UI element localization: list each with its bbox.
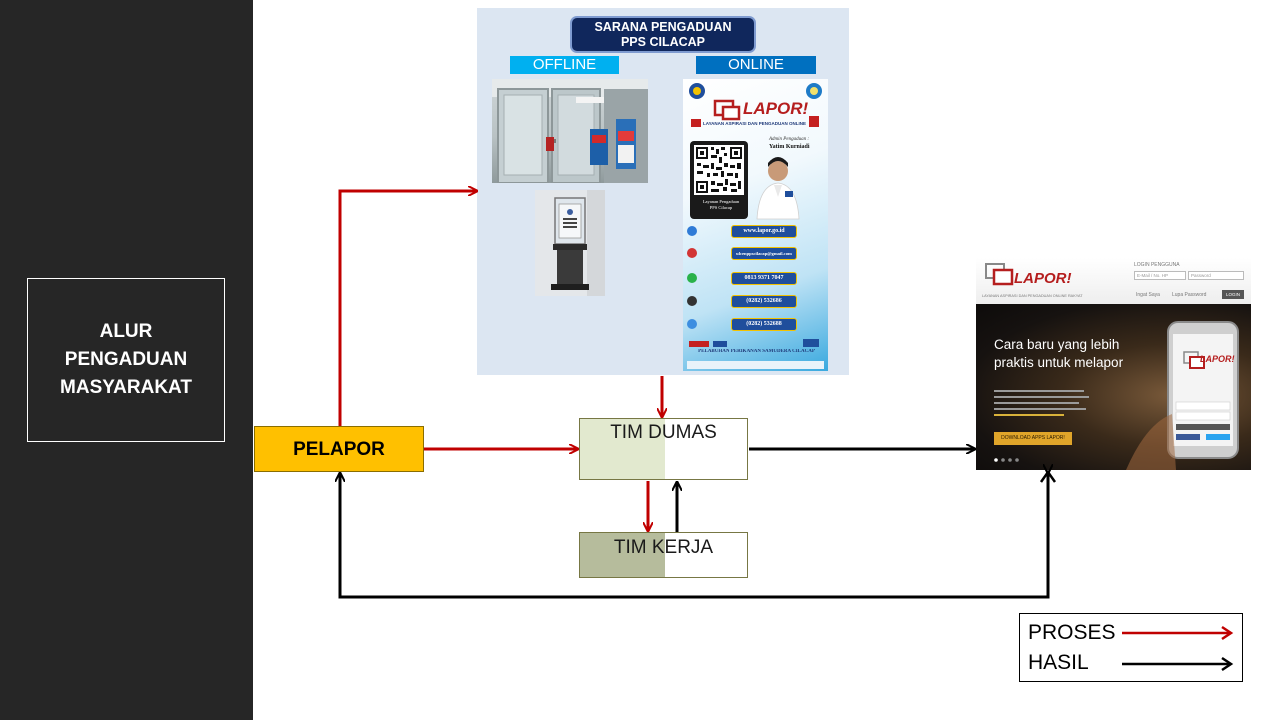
- qr-caption-line: Layanan Pengaduan: [702, 199, 740, 204]
- tim-dumas-box: TIM DUMAS: [579, 418, 748, 480]
- hero-line: praktis untuk melapor: [994, 355, 1124, 370]
- lapor-site-hero: Cara baru yang lebih praktis untuk melap…: [976, 304, 1251, 470]
- arrow-pelapor-to-sarana: [338, 191, 476, 426]
- banner-line: SARANA PENGADUAN: [594, 20, 732, 34]
- lapor-poster: LAPOR! LAYANAN ASPIRASI DAN PENGADUAN ON…: [683, 79, 828, 371]
- hero-headline: Cara baru yang lebih praktis untuk melap…: [994, 336, 1123, 372]
- contact-whatsapp: 0813 9371 7047: [731, 272, 797, 285]
- contact-phone-1: (0282) 532686: [731, 295, 797, 308]
- legend: PROSES HASIL: [1019, 613, 1243, 682]
- poster-lapor-logo: LAPOR!: [743, 99, 809, 118]
- contact-email: ulcenppscilacap@gmail.com: [731, 247, 797, 260]
- poster-qr-caption: Layanan Pengaduan PPS Cilacap: [698, 199, 744, 211]
- email-field[interactable]: E-Mail / No. HP: [1134, 271, 1186, 280]
- phone-lapor-logo: LAPOR!: [1200, 354, 1235, 364]
- login-heading: LOGIN PENGGUNA: [1134, 262, 1180, 268]
- lapor-website-screenshot: LAPOR! LAYANAN ASPIRASI DAN PENGADUAN ON…: [976, 258, 1251, 470]
- kiosk-photo: [535, 190, 605, 296]
- qr-caption-line: PPS Cilacap: [709, 205, 733, 210]
- legend-hasil-label: HASIL: [1028, 651, 1089, 674]
- poster-admin-name: Yatim Kurniadi: [769, 144, 810, 150]
- lapor-site-tagline: LAYANAN ASPIRASI DAN PENGADUAN ONLINE RA…: [982, 294, 1083, 298]
- poster-admin-label: Admin Pengaduan :: [769, 137, 809, 142]
- diagram-title: ALUR PENGADUAN MASYARAKAT: [60, 318, 192, 402]
- title-box: ALUR PENGADUAN MASYARAKAT: [27, 278, 225, 442]
- sarana-banner: SARANA PENGADUAN PPS CILACAP: [570, 16, 756, 53]
- sidebar: ALUR PENGADUAN MASYARAKAT: [0, 0, 253, 720]
- password-field[interactable]: Password: [1188, 271, 1244, 280]
- title-line: MASYARAKAT: [60, 377, 192, 398]
- title-line: ALUR: [99, 321, 153, 342]
- title-line: PENGADUAN: [64, 349, 188, 370]
- offline-label: OFFLINE: [510, 56, 619, 74]
- forgot-password-link[interactable]: Lupa Password: [1172, 292, 1207, 298]
- contact-website: www.lapor.go.id: [731, 225, 797, 238]
- lapor-site-header: LAPOR! LAYANAN ASPIRASI DAN PENGADUAN ON…: [976, 258, 1251, 304]
- legend-proses-label: PROSES: [1028, 621, 1116, 644]
- banner-line: PPS CILACAP: [620, 35, 706, 49]
- download-apps-button[interactable]: DOWNLOAD APPS LAPOR!: [994, 432, 1072, 445]
- online-label: ONLINE: [696, 56, 816, 74]
- poster-tagline: LAYANAN ASPIRASI DAN PENGADUAN ONLINE: [703, 121, 807, 126]
- tim-kerja-box: TIM KERJA: [579, 532, 748, 578]
- contact-phone-2: (0282) 532688: [731, 318, 797, 331]
- poster-footer: PELABUHAN PERIKANAN SAMUDERA CILACAP: [698, 349, 815, 354]
- hero-line: Cara baru yang lebih: [994, 337, 1120, 352]
- login-button[interactable]: LOGIN: [1222, 290, 1244, 299]
- pelapor-box: PELAPOR: [254, 426, 424, 472]
- lapor-site-logo: LAPOR!: [1014, 270, 1072, 287]
- remember-checkbox[interactable]: Ingat Saya: [1136, 292, 1160, 298]
- office-photo: [492, 79, 648, 183]
